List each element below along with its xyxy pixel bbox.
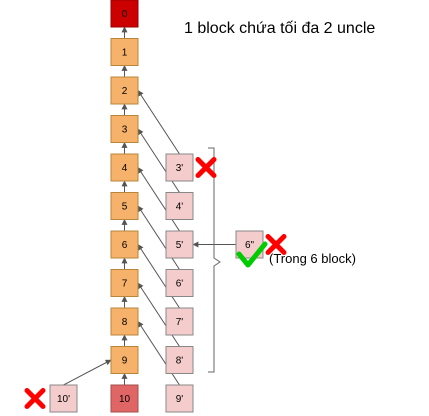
uncle-block-label: 5' [176, 240, 184, 251]
main-block-label: 5 [122, 202, 128, 213]
uncle-block-label: 10' [57, 394, 70, 405]
uncle-block-6-prime: 6' [165, 269, 194, 297]
uncle-link [137, 89, 180, 155]
main-block-6: 6 [110, 230, 139, 259]
uncle-link [63, 359, 112, 386]
main-block-label: 10 [119, 394, 131, 405]
block-links [63, 26, 236, 386]
main-block-5: 5 [110, 192, 139, 220]
uncle-block-label: 7' [176, 317, 184, 328]
reject-x-icon [265, 234, 287, 255]
main-block-label: 8 [122, 317, 128, 328]
uncle-link [137, 243, 180, 309]
main-block-label: 9 [122, 356, 128, 367]
main-block-9: 9 [110, 346, 139, 374]
main-block-8: 8 [110, 307, 139, 336]
uncle-block-label: 9' [176, 394, 184, 405]
check-icon [236, 241, 268, 268]
reject-x-icon [195, 157, 217, 178]
uncle-link [137, 128, 180, 193]
main-block-10: 10 [110, 384, 139, 413]
uncle-block-label: 4' [176, 202, 184, 213]
uncle-block-7-prime: 7' [165, 307, 194, 336]
main-block-label: 0 [122, 9, 128, 20]
main-block-label: 7 [122, 279, 128, 290]
main-block-label: 3 [122, 125, 128, 136]
uncle-block-10-prime: 10' [49, 384, 78, 413]
uncle-link [137, 205, 180, 270]
main-block-4: 4 [110, 153, 139, 182]
main-block-label: 6 [122, 240, 128, 251]
uncle-block-3-prime: 3' [165, 153, 194, 182]
uncle-block-5-prime: 5' [165, 230, 194, 259]
uncle-block-8-prime: 8' [165, 346, 194, 374]
uncle-block-label: 6" [245, 240, 255, 251]
main-block-2: 2 [110, 76, 139, 105]
uncle-link [137, 282, 180, 347]
uncle-link [137, 166, 180, 232]
uncle-link [137, 320, 180, 386]
reject-x-icon [24, 388, 46, 409]
main-block-label: 4 [122, 163, 128, 174]
main-block-label: 2 [122, 86, 128, 97]
blocks: 0 1 2 3 4 5 6 7 8 9 10 3' 4' 5' 6' 7' 8' 9' 6" 10' [24, 0, 287, 413]
main-block-label: 1 [122, 48, 128, 59]
uncle-block-label: 6' [176, 279, 184, 290]
main-block-1: 1 [110, 38, 139, 66]
uncle-window-brace [208, 147, 221, 373]
uncle-block-9-prime: 9' [165, 384, 194, 413]
uncle-block-4-prime: 4' [165, 192, 194, 220]
main-block-7: 7 [110, 269, 139, 297]
main-block-3: 3 [110, 115, 139, 143]
uncle-block-label: 3' [176, 163, 184, 174]
main-block-0: 0 [110, 0, 139, 28]
diagram-title: 1 block chứa tối đa 2 uncle [184, 20, 375, 37]
window-note: (Trong 6 block) [269, 251, 356, 266]
uncle-block-label: 8' [176, 356, 184, 367]
